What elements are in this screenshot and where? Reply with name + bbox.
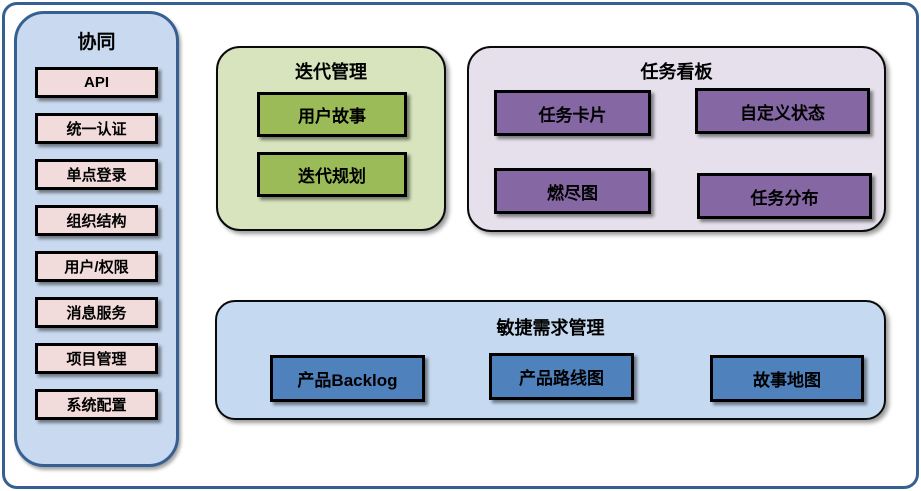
sidebar-item-message-service: 消息服务: [35, 297, 158, 328]
item-product-backlog: 产品Backlog: [270, 355, 425, 402]
sidebar-item-project-management: 项目管理: [35, 343, 158, 374]
item-user-story: 用户故事: [257, 92, 407, 137]
sidebar-item-unified-auth: 统一认证: [35, 113, 158, 144]
sidebar-items: API 统一认证 单点登录 组织结构 用户/权限 消息服务 项目管理 系统配置: [17, 67, 176, 420]
requirements-panel-title: 敏捷需求管理: [496, 318, 605, 338]
sidebar-item-api: API: [35, 67, 158, 98]
kanban-panel-title: 任务看板: [640, 62, 713, 82]
item-custom-status: 自定义状态: [695, 88, 870, 134]
item-story-map: 故事地图: [710, 355, 864, 402]
agile-requirements-panel: 敏捷需求管理 产品Backlog 产品路线图 故事地图: [215, 300, 886, 420]
item-task-card: 任务卡片: [494, 90, 651, 136]
sidebar-item-user-permissions: 用户/权限: [35, 251, 158, 282]
item-iteration-planning: 迭代规划: [257, 152, 407, 197]
sidebar-panel-collaboration: 协同 API 统一认证 单点登录 组织结构 用户/权限 消息服务 项目管理 系统…: [14, 11, 179, 467]
sidebar-item-org-structure: 组织结构: [35, 205, 158, 236]
sidebar-item-system-config: 系统配置: [35, 389, 158, 420]
item-task-distribution: 任务分布: [697, 173, 872, 219]
item-product-roadmap: 产品路线图: [489, 353, 634, 400]
task-kanban-panel: 任务看板 任务卡片 自定义状态 燃尽图 任务分布: [467, 46, 886, 232]
sidebar-title: 协同: [77, 32, 116, 53]
iteration-panel-title: 迭代管理: [295, 62, 367, 82]
sidebar-item-sso: 单点登录: [35, 159, 158, 190]
item-burndown-chart: 燃尽图: [494, 168, 651, 214]
iteration-management-panel: 迭代管理 用户故事 迭代规划: [216, 46, 446, 231]
